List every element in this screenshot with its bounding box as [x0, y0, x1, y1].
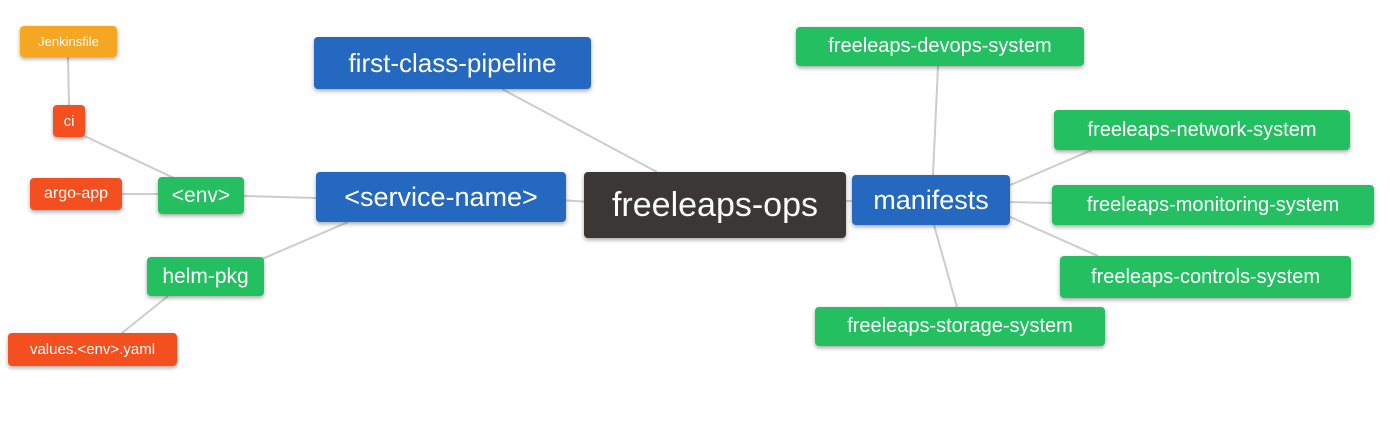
node-freeleaps-ops[interactable]: freeleaps-ops [584, 172, 846, 238]
node-first-class-pipeline[interactable]: first-class-pipeline [314, 37, 591, 89]
node-jenkinsfile[interactable]: Jenkinsfile [20, 26, 117, 57]
edge-env-service-name [243, 195, 317, 199]
edge-service-name-helm-pkg [261, 221, 349, 260]
node-freeleaps-controls-system[interactable]: freeleaps-controls-system [1060, 256, 1351, 298]
node-manifests[interactable]: manifests [852, 175, 1010, 225]
node-freeleaps-storage-system[interactable]: freeleaps-storage-system [815, 307, 1105, 346]
edge-manifests-freeleaps-devops-system [932, 65, 939, 176]
node-freeleaps-monitoring-system[interactable]: freeleaps-monitoring-system [1052, 185, 1374, 225]
edge-manifests-freeleaps-storage-system [933, 224, 958, 308]
edge-ci-env [79, 133, 177, 180]
node-argo-app[interactable]: argo-app [30, 178, 122, 210]
node-helm-pkg[interactable]: helm-pkg [147, 257, 264, 296]
edge-manifests-freeleaps-controls-system [1007, 215, 1099, 257]
edge-jenkinsfile-ci [67, 56, 70, 106]
node-service-name[interactable]: <service-name> [316, 172, 566, 222]
edge-first-class-pipeline-freeleaps-ops [501, 88, 658, 173]
node-freeleaps-network-system[interactable]: freeleaps-network-system [1054, 110, 1350, 150]
node-freeleaps-devops-system[interactable]: freeleaps-devops-system [796, 27, 1084, 66]
edge-manifests-freeleaps-monitoring-system [1007, 201, 1053, 204]
node-values-env-yaml[interactable]: values.<env>.yaml [8, 333, 177, 366]
edge-helm-pkg-values-env-yaml [121, 295, 169, 334]
node-ci[interactable]: ci [53, 105, 85, 137]
edge-manifests-freeleaps-network-system [1007, 149, 1093, 187]
node-env[interactable]: <env> [158, 177, 244, 214]
